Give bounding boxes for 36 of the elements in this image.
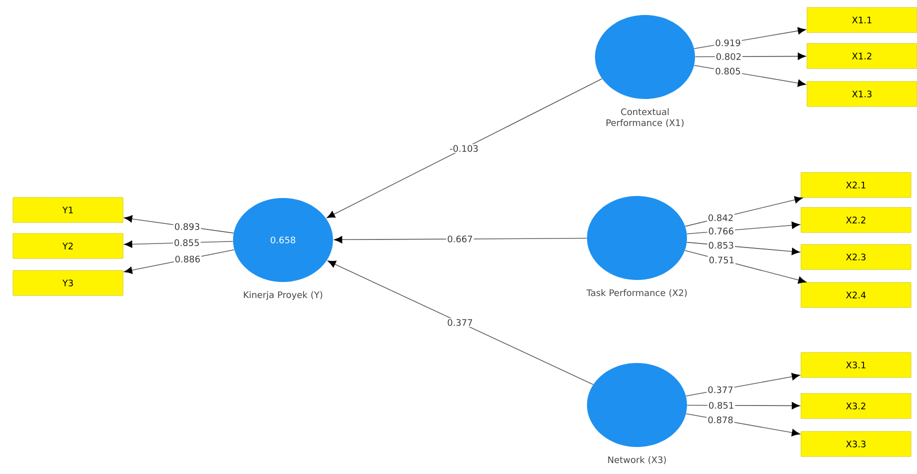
- edge-label: 0.853: [707, 240, 735, 250]
- indicator-box: X1.2: [806, 43, 917, 69]
- indicator-box: X2.1: [800, 172, 912, 198]
- edge-label: 0.667: [446, 234, 474, 244]
- indicator-box: Y2: [12, 233, 124, 259]
- construct-label: Task Performance (X2): [586, 289, 687, 298]
- edge-label: 0.878: [706, 415, 734, 424]
- edge-label: 0.766: [707, 226, 735, 236]
- edge-label: 0.802: [714, 52, 743, 61]
- indicator-box: X2.4: [800, 282, 912, 308]
- indicator-box: X3.1: [800, 352, 912, 378]
- indicator-box: X1.3: [806, 81, 917, 107]
- edge-label: -0.103: [448, 144, 480, 153]
- edge-label: 0.893: [173, 222, 201, 231]
- edge-label: 0.919: [714, 38, 742, 48]
- construct-label: Contextual Performance (X1): [606, 108, 684, 128]
- indicator-box: X2.2: [800, 207, 912, 233]
- edge-label: 0.377: [446, 318, 474, 327]
- edge-label: 0.851: [707, 400, 736, 410]
- indicator-box: X3.3: [800, 431, 912, 457]
- arrow: [326, 78, 602, 218]
- edge-label: 0.855: [172, 238, 201, 248]
- edge-label: 0.805: [714, 66, 742, 76]
- arrow: [334, 236, 588, 244]
- edge-label: 0.886: [174, 254, 202, 264]
- edge-label: 0.377: [706, 385, 734, 394]
- indicator-box: X1.1: [806, 7, 917, 33]
- construct-label: Kinerja Proyek (Y): [244, 291, 322, 300]
- edge-label: 0.751: [708, 256, 736, 264]
- arrow: [328, 260, 594, 385]
- edge-label: 0.842: [706, 213, 735, 222]
- indicator-box: Y1: [12, 197, 124, 223]
- construct-label: Network (X3): [608, 456, 666, 464]
- indicator-box: Y3: [12, 270, 124, 296]
- indicator-box: X3.2: [800, 393, 912, 419]
- indicator-box: X2.3: [800, 244, 912, 270]
